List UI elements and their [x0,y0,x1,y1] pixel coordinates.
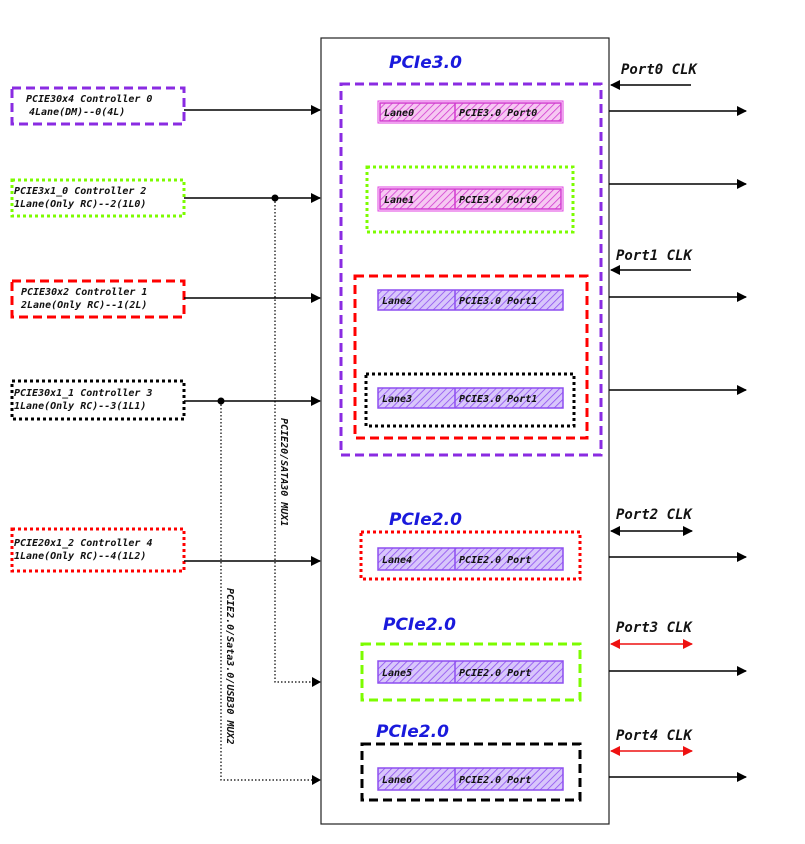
pcie20-header-b: PCIe2.0 [383,615,456,635]
lane-bar-2-lane: Lane2 [382,296,412,307]
lane-bar-1-lane: Lane1 [384,195,414,206]
lane3-box [364,372,576,428]
mux1-label: PCIE20/SATA30 MUX1 [278,418,289,526]
mux2-label: PCIE2.0/Sata3.0/USB30 MUX2 [224,588,235,745]
lane-bar-0-lane: Lane0 [384,108,414,119]
port3-clk-label: Port3 CLK [616,620,693,636]
pcie30-header: PCIe3.0 [389,53,462,73]
mux2-arrowhead [312,775,321,785]
lane-bar-4-port: PCIE2.0 Port [459,555,531,566]
lane6-group-box [360,742,582,802]
controller-0-line2: 4Lane(DM)--0(4L) [29,107,125,118]
port1-clk-label: Port1 CLK [616,248,693,264]
controller-4-line2: 1Lane(Only RC)--4(1L2) [14,551,146,562]
mux2-route [220,401,320,781]
lane-bar-0-port: PCIE3.0 Port0 [459,108,537,119]
mux1-arrowhead [312,677,321,687]
lane-bar-6-port: PCIE2.0 Port [459,775,531,786]
output-arrows [609,106,747,782]
controller-2-line1: PCIE3x1_0 Controller 2 [14,186,146,197]
port1-group-box [353,274,589,440]
controller-arrows [184,105,321,566]
lane4-group-box [359,530,582,581]
lane-bar-6-lane: Lane6 [382,775,412,786]
controller-4: PCIE20x1_2 Controller 4 1Lane(Only RC)--… [10,527,186,573]
port4-clk-label: Port4 CLK [616,728,693,744]
pcie20-header-a: PCIe2.0 [389,510,462,530]
lane-bar-4-lane: Lane4 [382,555,412,566]
controller-1-line2: 2Lane(Only RC)--1(2L) [20,300,147,311]
soc-box [320,37,610,825]
lane-bar-4: Lane4 PCIE2.0 Port [377,547,564,571]
lane-bar-5-lane: Lane5 [382,668,412,679]
lane-bar-3: Lane3 PCIE3.0 Port1 [377,387,564,409]
pcie20-header-c: PCIe2.0 [376,722,449,742]
controller-1: PCIE30x2 Controller 1 2Lane(Only RC)--1(… [10,279,186,319]
mux-routes [220,198,320,781]
controller-4-line1: PCIE20x1_2 Controller 4 [14,538,152,549]
lane-bar-0: Lane0 PCIE3.0 Port0 [377,100,564,124]
controller-2-line2: 1Lane(Only RC)--2(1L0) [14,199,146,210]
controller-0: PCIE30x4 Controller 0 4Lane(DM)--0(4L) [10,86,186,126]
lane-bar-3-lane: Lane3 [382,394,412,405]
lane-bar-5: Lane5 PCIE2.0 Port [377,660,564,684]
controller-3: PCIE30x1_1 Controller 3 1Lane(Only RC)--… [10,379,186,421]
port0-clk-label: Port0 CLK [621,62,698,78]
controller-3-line2: 1Lane(Only RC)--3(1L1) [14,401,146,412]
lane-bar-6: Lane6 PCIE2.0 Port [377,767,564,791]
controller-0-line1: PCIE30x4 Controller 0 [26,94,152,105]
mux1-route [274,198,320,683]
controller-2: PCIE3x1_0 Controller 2 1Lane(Only RC)--2… [10,178,186,218]
lane5-group-box [360,642,582,702]
lane-bar-3-port: PCIE3.0 Port1 [459,394,537,405]
port2-clk-label: Port2 CLK [616,507,693,523]
pcie30-group-box [339,82,603,457]
lane-bar-5-port: PCIE2.0 Port [459,668,531,679]
lane-bar-1: Lane1 PCIE3.0 Port0 [377,186,564,212]
controller-1-line1: PCIE30x2 Controller 1 [21,287,147,298]
controller-3-line1: PCIE30x1_1 Controller 3 [14,388,152,399]
lane-bar-2: Lane2 PCIE3.0 Port1 [377,289,564,311]
lane-bar-2-port: PCIE3.0 Port1 [459,296,537,307]
lane1-box [365,165,575,234]
lane-bar-1-port: PCIE3.0 Port0 [459,195,537,206]
